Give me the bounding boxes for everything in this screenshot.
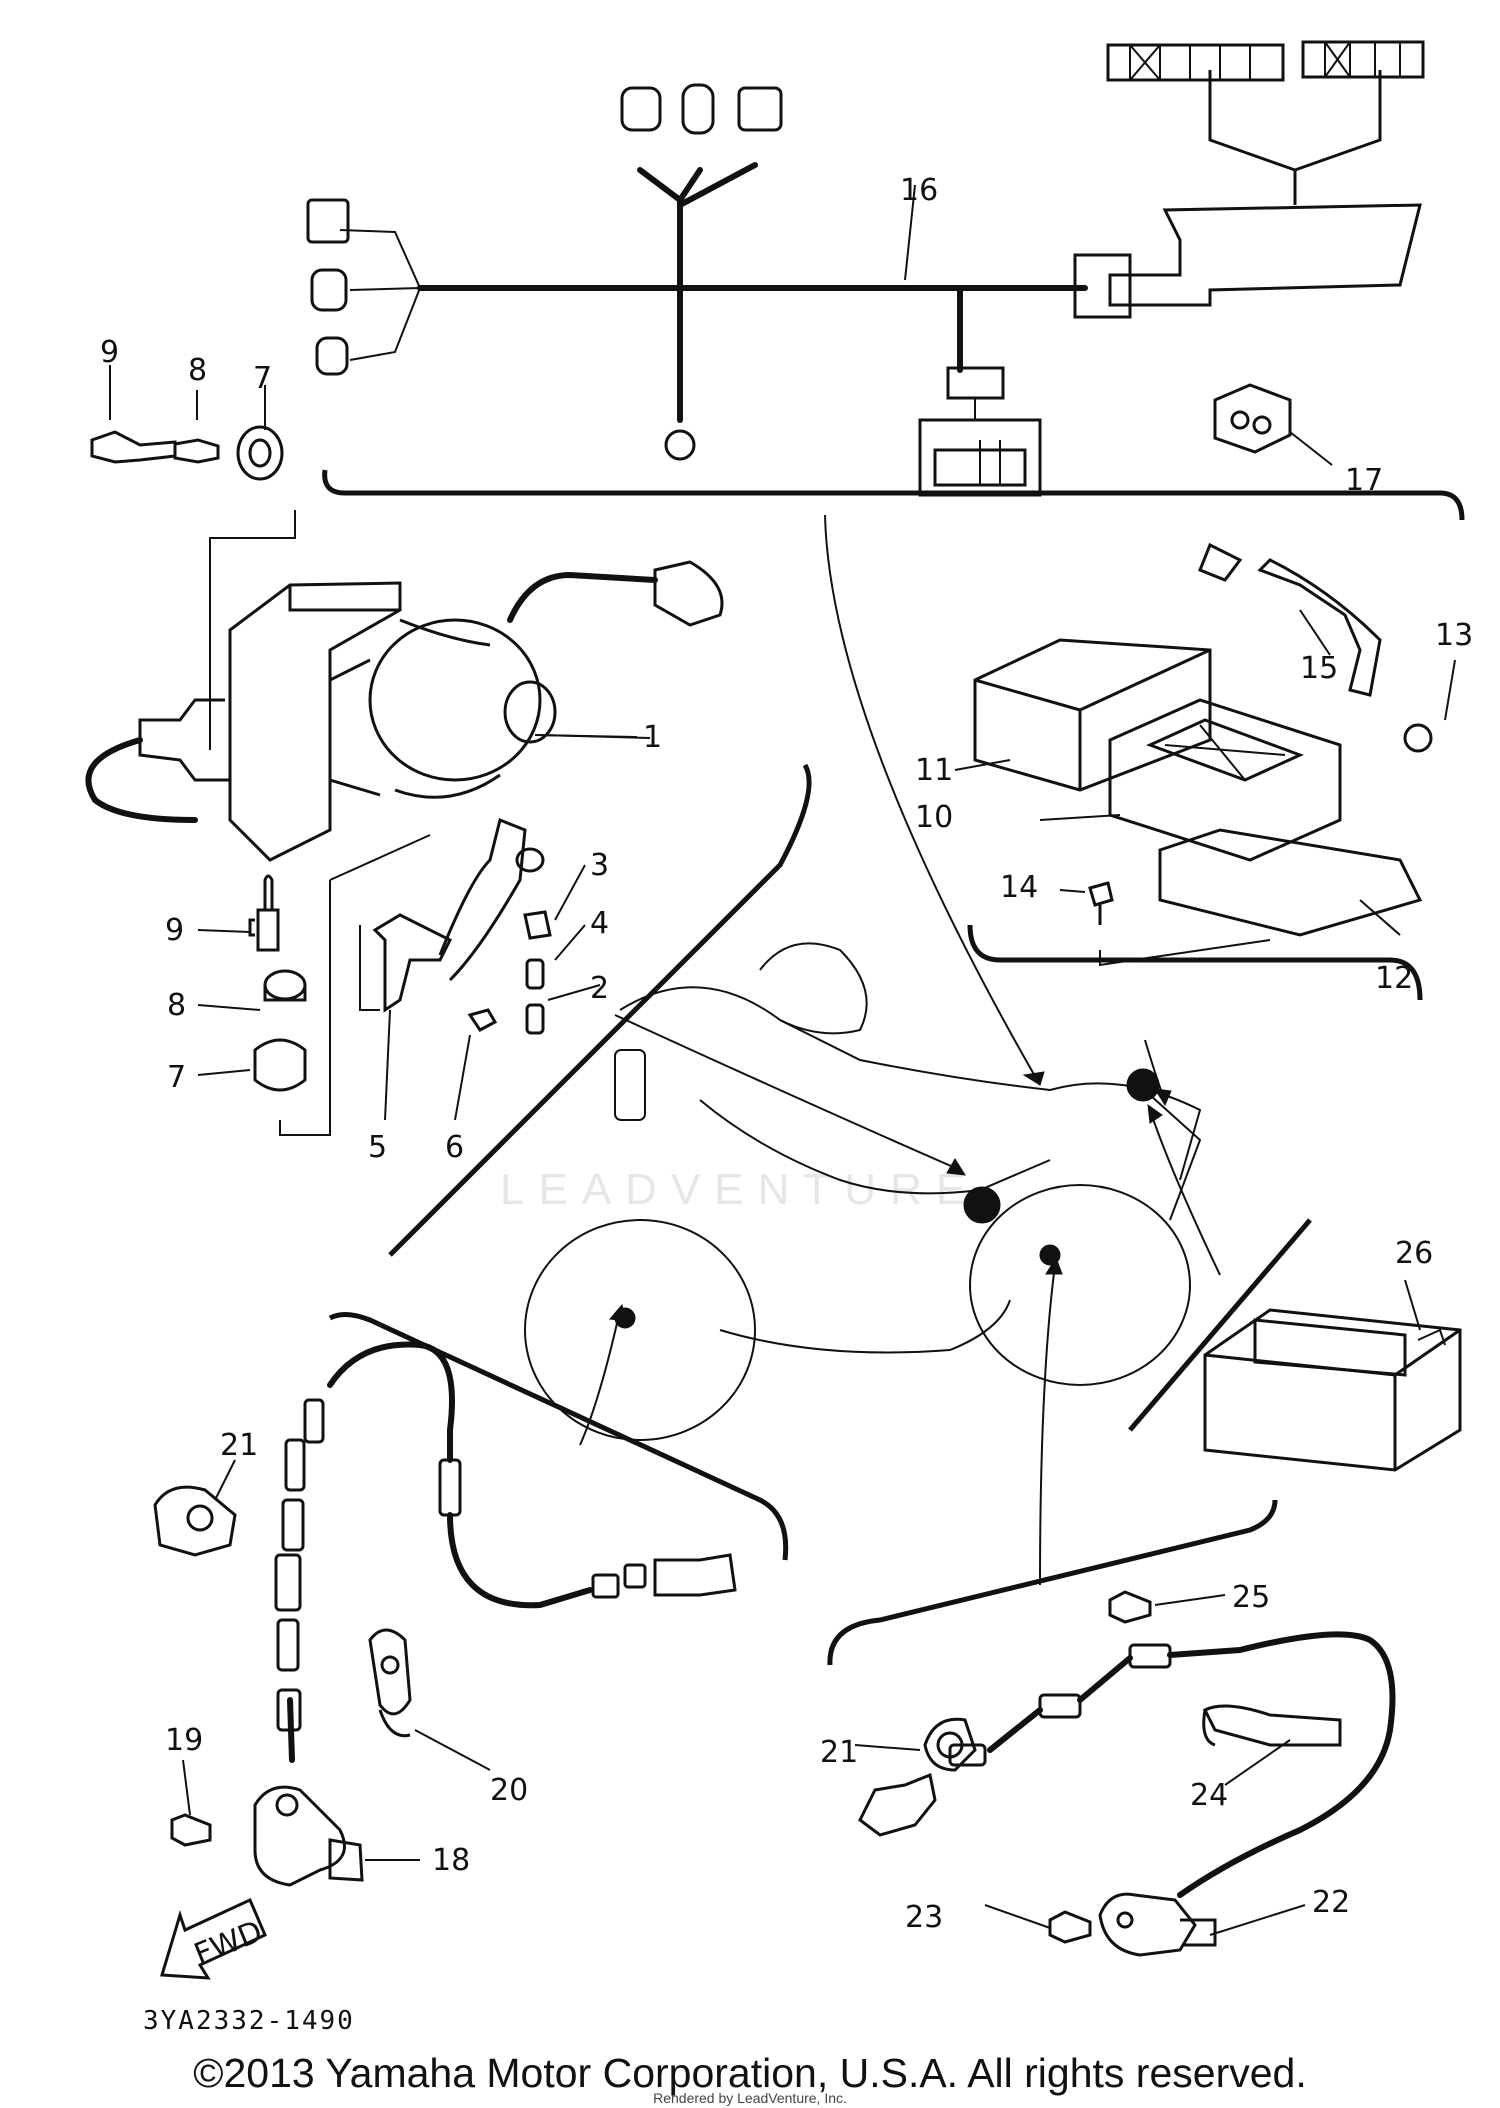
callout-17: 17 [1345,463,1383,498]
sensor-hardware [153,1485,412,1847]
watermark: LEADVENTURE [500,1165,980,1214]
callout-24: 24 [1190,1778,1228,1813]
callout-8a: 8 [188,353,207,388]
callout-13: 13 [1435,618,1473,653]
callout-15: 15 [1300,651,1338,686]
bracket-assembly [329,817,552,1035]
connector-17 [1213,383,1333,466]
callout-9a: 9 [100,335,119,370]
callout-12: 12 [1375,961,1413,996]
callout-1: 1 [643,720,662,755]
callout-4: 4 [590,906,609,941]
rear-sensor-22 [858,1631,1396,1957]
leader-lines [109,184,1456,1936]
hydraulic-unit-1 [85,560,724,862]
mount-hardware [90,425,331,1136]
callout-7b: 7 [167,1060,186,1095]
callout-20: 20 [490,1773,528,1808]
callout-10: 10 [915,800,953,835]
callout-3: 3 [590,848,609,883]
diagram-part-code: 3YA2332-1490 [143,2006,355,2036]
callout-6: 6 [445,1130,464,1165]
callout-2: 2 [590,971,609,1006]
callout-9b: 9 [165,913,184,948]
speed-sensor-18 [253,1341,737,1887]
location-arrows [579,514,1221,1586]
callout-21b: 21 [820,1735,858,1770]
section-dividers [322,469,1465,1666]
callout-18: 18 [432,1843,470,1878]
callout-25: 25 [1232,1580,1270,1615]
callout-16: 16 [900,173,938,208]
fwd-arrow: FWD [160,1897,267,1980]
callout-26: 26 [1395,1236,1433,1271]
callout-14: 14 [1000,870,1038,905]
callout-7a: 7 [253,361,272,396]
callout-19: 19 [165,1723,203,1758]
callout-8b: 8 [167,988,186,1023]
rear-hardware [923,1590,1342,1944]
callout-23: 23 [905,1900,943,1935]
motorcycle-outline [524,942,1202,1441]
copyright-notice: ©2013 Yamaha Motor Corporation, U.S.A. A… [193,2050,1307,2096]
render-credit: Rendered by LeadVenture, Inc. [653,2090,847,2106]
callout-numbers: 1 2 3 4 5 6 7 7 8 8 9 9 10 11 12 13 14 1… [100,173,1473,1935]
relay-26 [1203,1308,1462,1472]
callout-5: 5 [368,1130,387,1165]
callout-22: 22 [1312,1885,1350,1920]
wire-harness-16 [306,40,1425,497]
callout-11: 11 [915,753,953,788]
callout-21a: 21 [220,1428,258,1463]
